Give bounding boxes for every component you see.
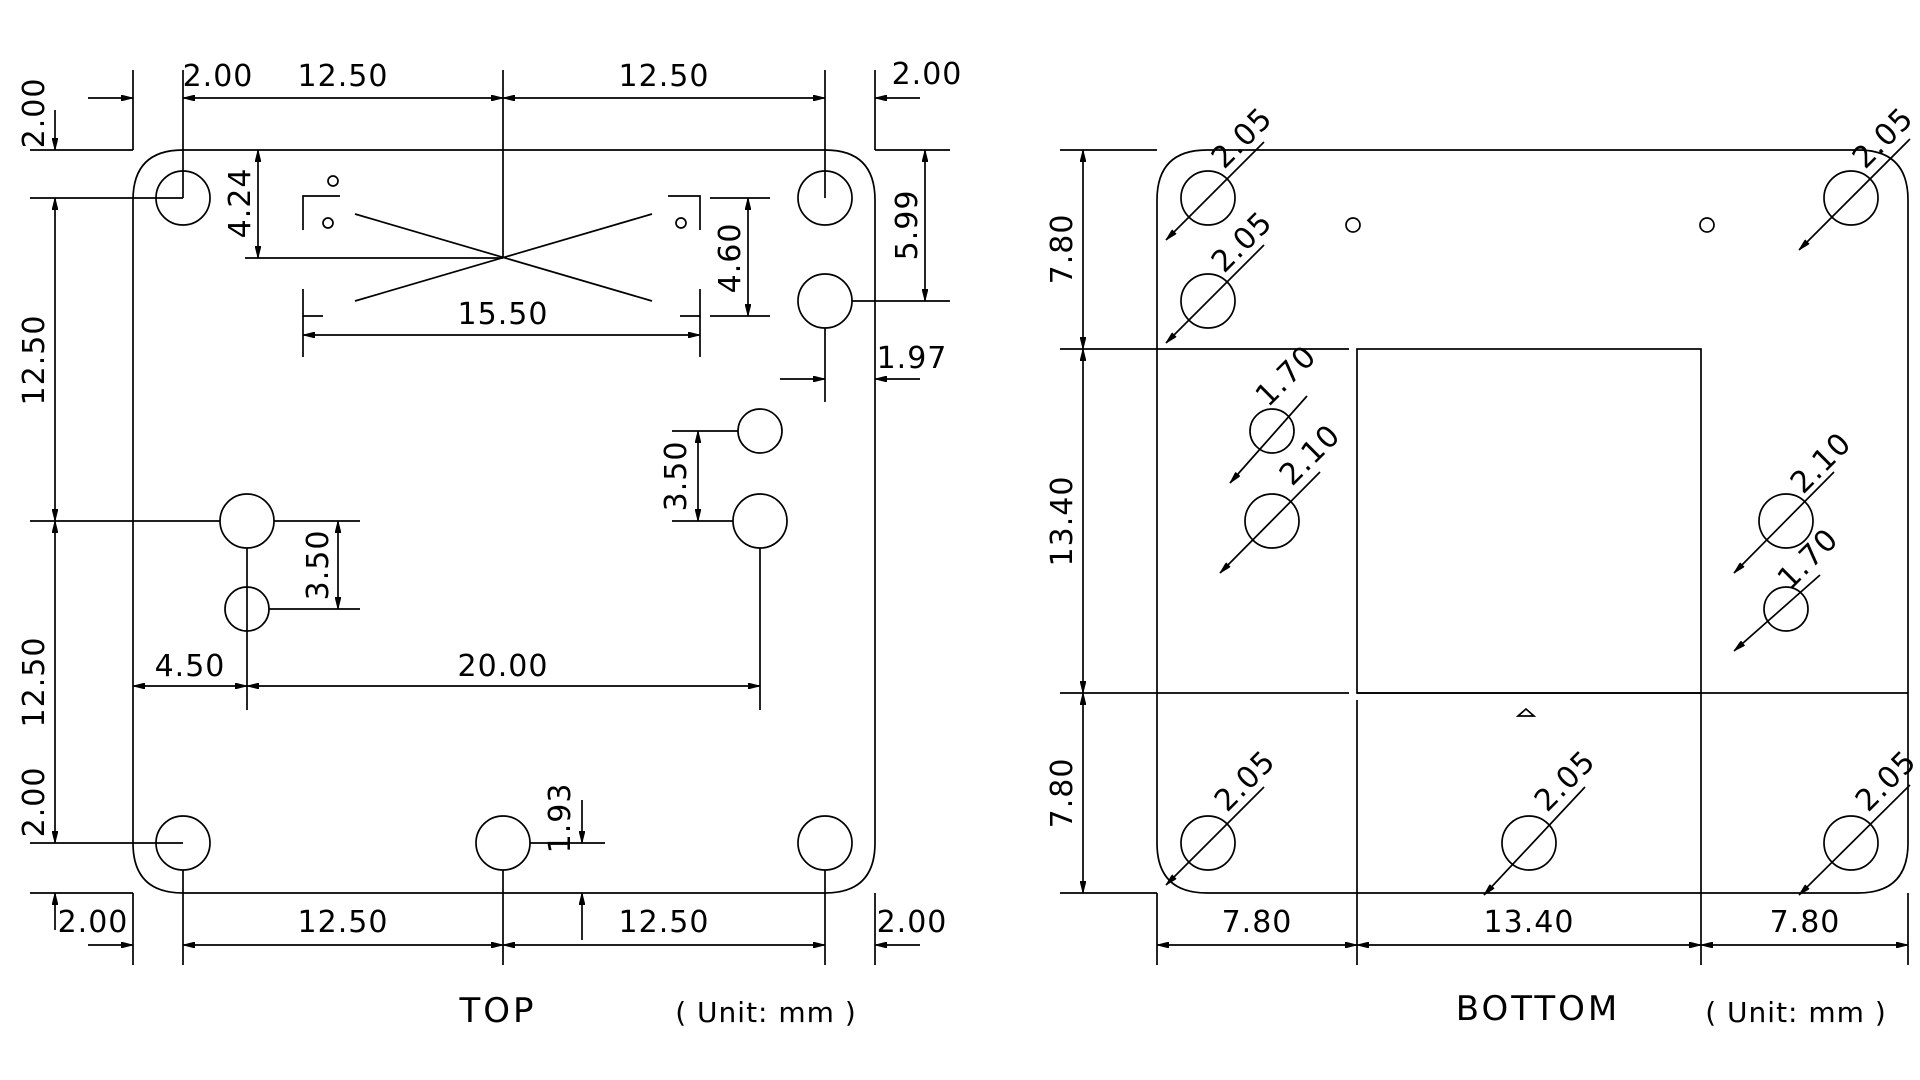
dim-hole-spacing: 20.00 bbox=[458, 649, 549, 684]
dim-bottom-left-upper: 7.80 bbox=[1045, 214, 1080, 285]
dim-top-right-margin: 2.00 bbox=[892, 57, 963, 92]
bottom-hole-br bbox=[1823, 815, 1879, 871]
dim-bottom-bottom-right: 7.80 bbox=[1770, 905, 1841, 940]
dim-bottom-left-middle: 13.40 bbox=[1045, 476, 1080, 567]
dia-mid-right-large: 2.10 bbox=[1784, 426, 1859, 501]
diameter-leaders bbox=[1165, 138, 1911, 896]
dim-bottom-right-margin: 2.00 bbox=[877, 905, 948, 940]
dim-sensor-right-height: 4.60 bbox=[713, 223, 748, 294]
dia-top-left-2: 2.05 bbox=[1205, 205, 1280, 280]
top-unit-note: ( Unit: mm ) bbox=[675, 996, 857, 1029]
dim-sensor-width: 15.50 bbox=[458, 297, 549, 332]
bottom-hole-mid-left-small bbox=[1249, 408, 1295, 454]
dia-top-right: 2.05 bbox=[1846, 101, 1920, 176]
bottom-mark-left bbox=[1345, 217, 1361, 233]
top-hole-br bbox=[797, 815, 853, 871]
top-hole-mid-right-large bbox=[732, 493, 788, 549]
bottom-hole-mid-right-large bbox=[1758, 493, 1814, 549]
bottom-hole-bl bbox=[1180, 815, 1236, 871]
dim-mid-left-spacing: 3.50 bbox=[301, 530, 336, 601]
bottom-partitions bbox=[1157, 348, 1908, 893]
top-board-outline bbox=[132, 149, 876, 894]
dia-bottom-right: 2.05 bbox=[1849, 744, 1920, 819]
bottom-board-outline bbox=[1156, 149, 1909, 894]
dim-left-top-margin: 2.00 bbox=[17, 78, 52, 149]
dim-bottom-bottom-left: 7.80 bbox=[1222, 905, 1293, 940]
bottom-dimension-lines bbox=[1060, 149, 1909, 965]
dim-bottom-right-span: 12.50 bbox=[619, 905, 710, 940]
dim-left-bottom-margin: 2.00 bbox=[17, 767, 52, 838]
dim-left-lower-span: 12.50 bbox=[17, 637, 52, 728]
bottom-unit-note: ( Unit: mm ) bbox=[1705, 996, 1887, 1029]
sensor-outline bbox=[302, 175, 701, 317]
dim-left-hole-offset: 4.50 bbox=[155, 649, 226, 684]
dim-left-upper-span: 12.50 bbox=[17, 315, 52, 406]
top-hole-mid-right-small bbox=[737, 408, 783, 454]
bottom-caption: BOTTOM bbox=[1456, 989, 1621, 1029]
dim-right-hole-inset: 1.97 bbox=[877, 341, 948, 376]
dim-right-hole-offset: 5.99 bbox=[890, 190, 925, 261]
dim-mid-right-spacing: 3.50 bbox=[659, 441, 694, 512]
dim-top-left-span: 12.50 bbox=[298, 59, 389, 94]
dim-top-right-span: 12.50 bbox=[619, 59, 710, 94]
top-caption: TOP bbox=[458, 991, 536, 1031]
top-hole-bm bbox=[475, 815, 531, 871]
dim-top-left-margin: 2.00 bbox=[183, 59, 254, 94]
dim-bottom-left-margin: 2.00 bbox=[58, 905, 129, 940]
dim-bottom-bottom-middle: 13.40 bbox=[1484, 905, 1575, 940]
bottom-hole-mid-right-small bbox=[1763, 586, 1809, 632]
top-dimension-lines bbox=[30, 70, 950, 965]
top-view: 2.00 12.50 12.50 2.00 2.00 12.50 12.50 2… bbox=[17, 57, 963, 1031]
bottom-view: 7.80 13.40 7.80 7.80 13.40 7.80 2.05 2.0… bbox=[1045, 101, 1920, 1029]
bottom-mark-right bbox=[1699, 217, 1715, 233]
top-hole-mid-left-large bbox=[219, 493, 275, 549]
bottom-hole-tr bbox=[1823, 170, 1879, 226]
dim-bottom-hole-offset: 1.93 bbox=[543, 783, 578, 854]
dia-mid-left-small: 1.70 bbox=[1249, 339, 1324, 414]
dim-sensor-height-offset: 4.24 bbox=[223, 168, 258, 239]
dim-bottom-left-span: 12.50 bbox=[298, 905, 389, 940]
bottom-center-pad bbox=[1356, 348, 1702, 694]
dim-bottom-left-lower: 7.80 bbox=[1045, 758, 1080, 829]
top-hole-r2 bbox=[797, 273, 853, 329]
bottom-hole-tl1 bbox=[1180, 170, 1236, 226]
dia-bottom-left: 2.05 bbox=[1208, 744, 1283, 819]
bottom-hole-bm bbox=[1501, 815, 1557, 871]
bottom-hole-mid-left-large bbox=[1244, 493, 1300, 549]
bottom-hole-tl2 bbox=[1180, 273, 1236, 329]
